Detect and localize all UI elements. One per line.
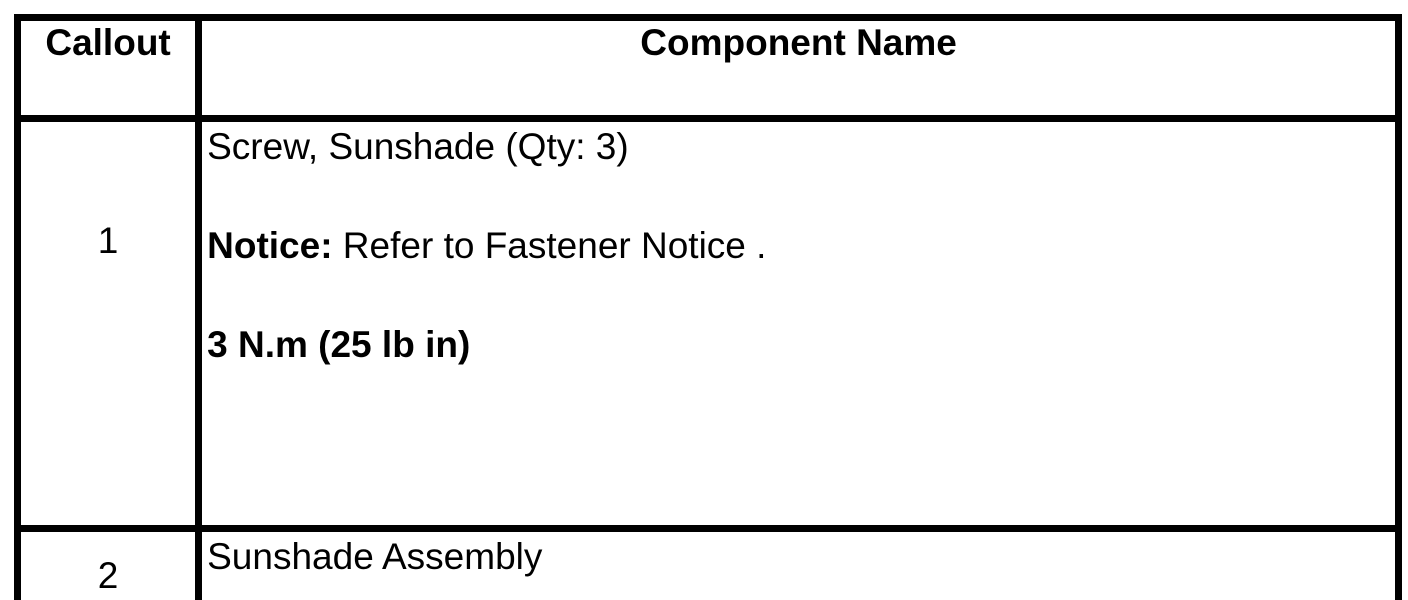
component-text-line: Sunshade Assembly: [207, 536, 543, 577]
component-cell: Screw, Sunshade (Qty: 3) Notice: Refer to…: [195, 115, 1402, 532]
callout-cell: 1: [13, 115, 203, 532]
callout-cell: 2: [13, 525, 203, 600]
component-text-line: Screw, Sunshade (Qty: 3): [207, 126, 629, 167]
table-row: 2 Sunshade AssemblyTip: Disconnect the el…: [13, 525, 1402, 600]
callout-number: 2: [97, 555, 119, 596]
table-body: 1 Screw, Sunshade (Qty: 3) Notice: Refer t…: [13, 115, 1402, 600]
component-table: Callout Component Name 1 Screw, Sunshade …: [13, 14, 1402, 600]
component-name-column-header: Component Name: [195, 14, 1402, 122]
table-row: 1 Screw, Sunshade (Qty: 3) Notice: Refer t…: [13, 115, 1402, 532]
bold-label: 3 N.m (25 lb in): [207, 324, 471, 365]
component-cell: Sunshade AssemblyTip: Disconnect the ele…: [195, 525, 1402, 600]
bold-label: Notice:: [207, 225, 333, 266]
callout-column-header: Callout: [13, 14, 203, 122]
callout-number: 1: [97, 220, 119, 261]
header-row: Callout Component Name: [13, 14, 1402, 122]
component-text-line: Notice: Refer to Fastener Notice .: [207, 225, 767, 266]
component-text-line: 3 N.m (25 lb in): [207, 323, 1389, 367]
